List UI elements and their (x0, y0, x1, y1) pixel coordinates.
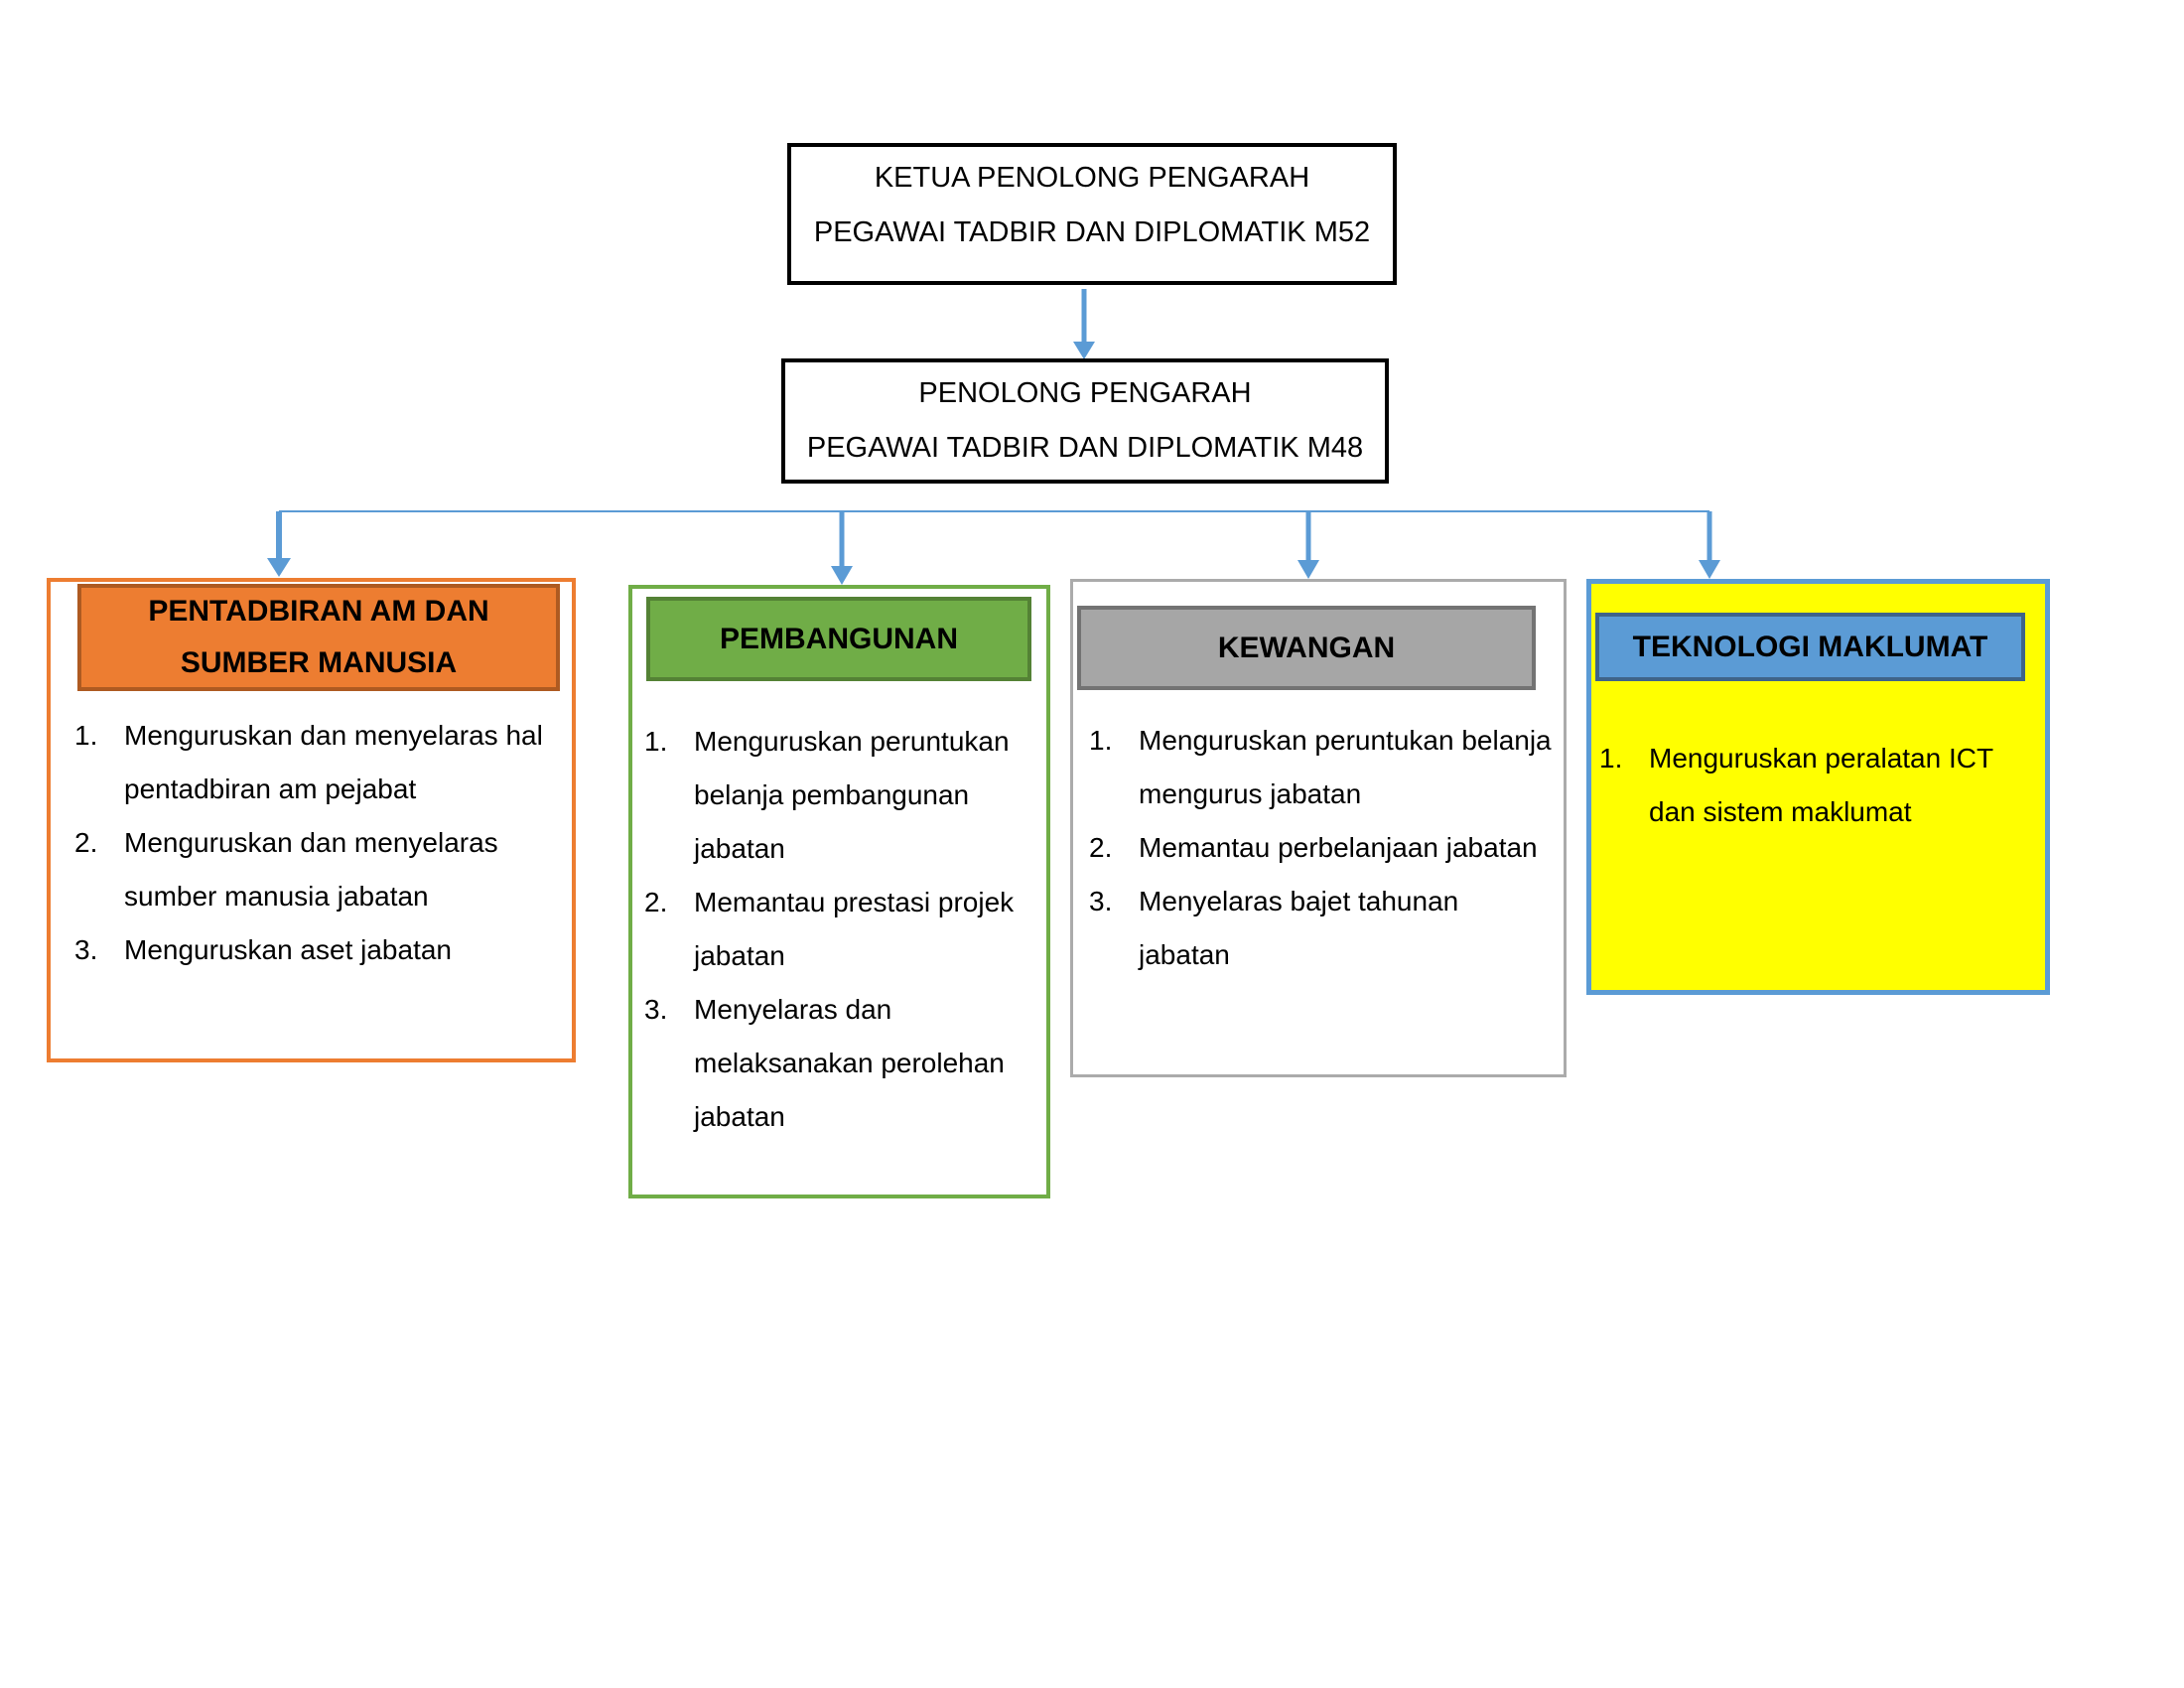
task-item: 3. Menguruskan aset jabatan (74, 923, 562, 977)
branch-pentadbiran-am: PENTADBIRAN AM DAN SUMBER MANUSIA 1. Meng… (47, 578, 576, 1062)
task-text: Menguruskan peruntukan belanja pembangun… (694, 726, 1010, 864)
arrow-to-teknologi (1699, 511, 1720, 579)
task-item: 2. Memantau perbelanjaan jabatan (1089, 821, 1552, 875)
branch-title: PEMBANGUNAN (646, 597, 1031, 681)
task-number: 1. (1599, 743, 1623, 774)
task-text: Memantau perbelanjaan jabatan (1139, 832, 1538, 863)
branch-pembangunan: PEMBANGUNAN 1. Menguruskan peruntukan bel… (628, 585, 1050, 1198)
task-item: 2. Menguruskan dan menyelaras sumber manu… (74, 816, 562, 923)
branch-title: PENTADBIRAN AM DAN SUMBER MANUSIA (77, 584, 560, 691)
task-list: 1. Menguruskan peruntukan belanja menguru… (1089, 714, 1552, 982)
branch-teknologi-maklumat: TEKNOLOGI MAKLUMAT 1. Menguruskan peralat… (1586, 579, 2050, 995)
task-item: 1. Menguruskan dan menyelaras hal pentadb… (74, 709, 562, 816)
task-item: 2. Memantau prestasi projek jabatan (644, 876, 1038, 983)
task-number: 3. (1089, 886, 1113, 916)
branch-kewangan: KEWANGAN 1. Menguruskan peruntukan belanj… (1070, 579, 1567, 1077)
task-number: 3. (74, 934, 98, 965)
arrow-to-pentadbiran (267, 511, 291, 577)
node-ketua-penolong-pengarah: KETUA PENOLONG PENGARAH PEGAWAI TADBIR D… (787, 143, 1397, 285)
branch-title: KEWANGAN (1077, 606, 1536, 690)
task-item: 1. Menguruskan peruntukan belanja pembang… (644, 715, 1038, 876)
task-item: 3. Menyelaras bajet tahunan jabatan (1089, 875, 1552, 982)
task-text: Memantau prestasi projek jabatan (694, 887, 1015, 971)
task-number: 2. (644, 887, 668, 917)
task-number: 2. (74, 827, 98, 858)
task-number: 2. (1089, 832, 1113, 863)
task-number: 1. (1089, 725, 1113, 756)
task-text: Menguruskan dan menyelaras sumber manusi… (124, 827, 498, 912)
task-text: Menguruskan dan menyelaras hal pentadbir… (124, 720, 543, 804)
node-grade: PEGAWAI TADBIR DAN DIPLOMATIK M52 (813, 215, 1371, 248)
node-title: KETUA PENOLONG PENGARAH (874, 161, 1310, 194)
task-number: 3. (644, 994, 668, 1025)
task-list: 1. Menguruskan peruntukan belanja pembang… (644, 715, 1038, 1144)
arrow-top-to-middle (1073, 289, 1095, 359)
task-item: 1. Menguruskan peralatan ICT dan sistem m… (1599, 732, 2035, 839)
task-list: 1. Menguruskan peralatan ICT dan sistem m… (1599, 732, 2035, 839)
task-text: Menguruskan aset jabatan (124, 934, 452, 965)
task-number: 1. (644, 726, 668, 757)
task-text: Menyelaras bajet tahunan jabatan (1139, 886, 1459, 970)
task-item: 3. Menyelaras dan melaksanakan perolehan … (644, 983, 1038, 1144)
node-grade: PEGAWAI TADBIR DAN DIPLOMATIK M48 (806, 432, 1364, 464)
task-item: 1. Menguruskan peruntukan belanja menguru… (1089, 714, 1552, 821)
task-text: Menguruskan peralatan ICT dan sistem mak… (1649, 743, 1993, 827)
arrow-to-kewangan (1297, 511, 1319, 579)
task-list: 1. Menguruskan dan menyelaras hal pentadb… (74, 709, 562, 977)
node-title: PENOLONG PENGARAH (918, 377, 1252, 409)
task-text: Menguruskan peruntukan belanja mengurus … (1139, 725, 1552, 809)
task-number: 1. (74, 720, 98, 751)
branch-title: TEKNOLOGI MAKLUMAT (1595, 613, 2025, 681)
task-text: Menyelaras dan melaksanakan perolehan ja… (694, 994, 1005, 1132)
arrow-to-pembangunan (831, 511, 853, 585)
node-penolong-pengarah: PENOLONG PENGARAH PEGAWAI TADBIR DAN DIP… (781, 358, 1389, 484)
